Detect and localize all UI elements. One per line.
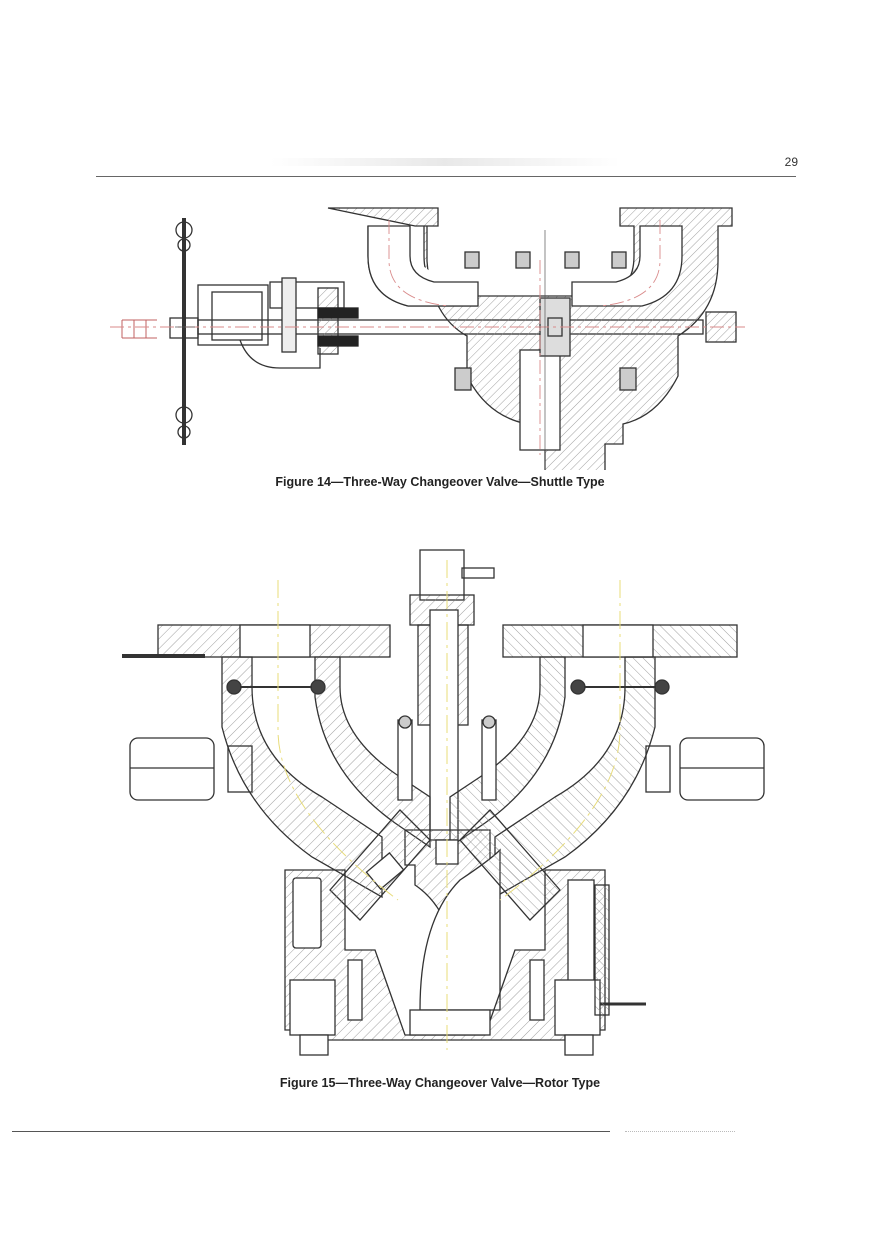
shuttle-valve-drawing-icon	[110, 207, 745, 470]
figure-14-caption: Figure 14—Three-Way Changeover Valve—Shu…	[275, 475, 605, 489]
page-number: 29	[784, 155, 798, 169]
figure-15-caption: Figure 15—Three-Way Changeover Valve—Rot…	[279, 1076, 601, 1090]
rotor-valve-drawing-icon	[122, 549, 765, 1056]
footer-ghost-text	[625, 1131, 735, 1134]
footer-rule	[12, 1131, 610, 1132]
header-ghost-text	[270, 158, 620, 166]
header-rule	[96, 176, 796, 177]
